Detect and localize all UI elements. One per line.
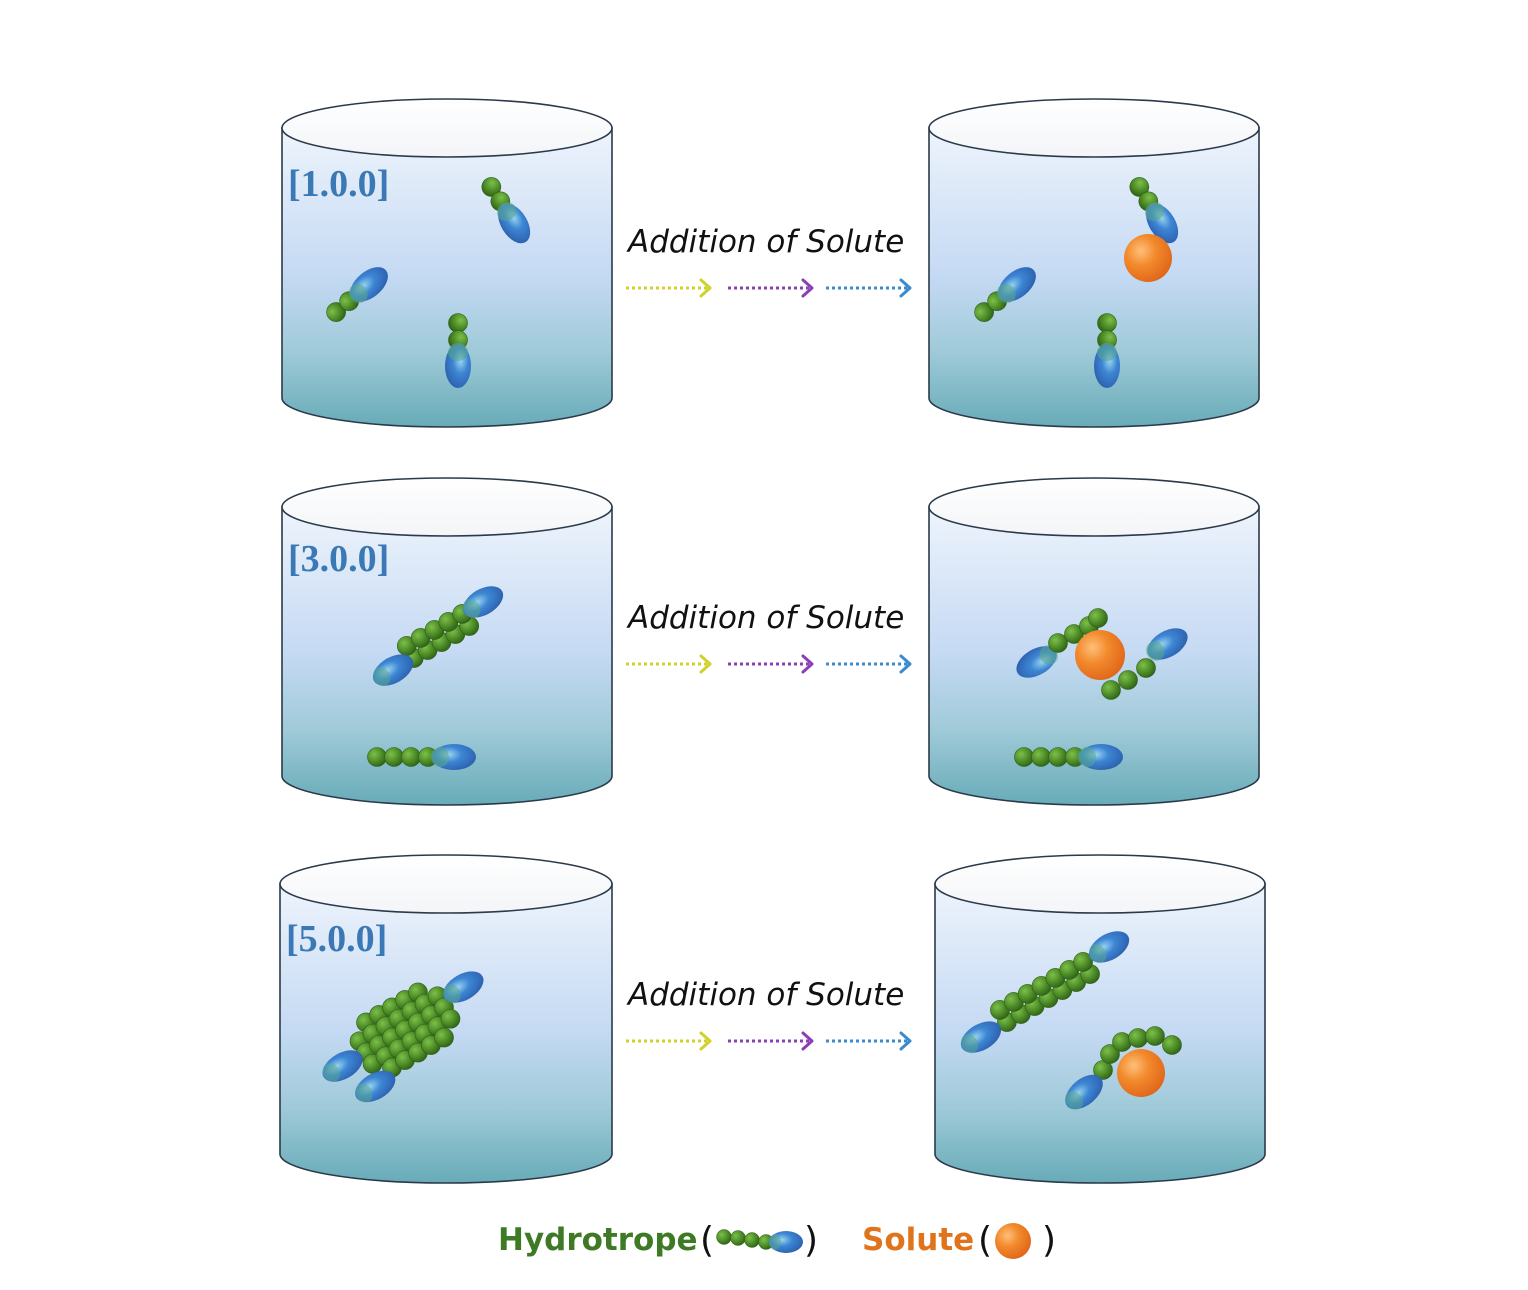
solute-sphere-icon (995, 1223, 1031, 1259)
legend-solute-close-paren: ) (1042, 1220, 1056, 1261)
arrow-layer (626, 278, 912, 1051)
hydrotrope-molecule (445, 313, 471, 388)
hydrotrope-molecule (481, 177, 531, 244)
hydrotrope-molecule (1129, 177, 1179, 244)
step-label-3: Addition of Solute (626, 977, 904, 1013)
concentration-label-3: [5.0.0] (286, 918, 387, 960)
tank-body (281, 506, 613, 806)
tank-6 (934, 854, 1266, 1184)
hydrotrope-aggregate (372, 586, 504, 687)
dotted-arrow-icon (728, 278, 814, 298)
tank-1 (281, 98, 613, 428)
step-label-1: Addition of Solute (626, 224, 904, 260)
hydrotrope-chain (1093, 1026, 1182, 1080)
tank-rim (934, 854, 1266, 914)
hydrotrope-aggregate (960, 931, 1130, 1054)
step-label-2: Addition of Solute (626, 600, 904, 636)
solute-sphere (1117, 1049, 1165, 1097)
hydrotrope-chain (1048, 608, 1156, 700)
concentration-label-2: [3.0.0] (288, 538, 389, 580)
dotted-arrow-icon (626, 654, 712, 674)
tank-body (281, 127, 613, 428)
hydrotrope-molecule (1146, 628, 1188, 661)
hydrotrope-aggregate (322, 971, 484, 1103)
hydrotrope-molecule (1014, 744, 1123, 770)
dotted-arrow-icon (728, 654, 814, 674)
legend-hydrotrope-label: Hydrotrope (498, 1222, 698, 1258)
hydrotrope-molecule (326, 267, 388, 322)
tank-rim (928, 98, 1260, 158)
dotted-arrow-icon (626, 1031, 712, 1051)
hydrotrope-molecule (367, 744, 476, 770)
legend-hydrotrope-open-paren: ( (700, 1220, 714, 1261)
tank-3 (281, 477, 613, 806)
dotted-arrow-icon (826, 1031, 912, 1051)
tank-rim (281, 477, 613, 537)
molecule-layer (322, 177, 1188, 1110)
hydrotrope-molecule-icon (716, 1229, 803, 1253)
solute-sphere (1075, 630, 1125, 680)
hydrotrope-molecule (974, 267, 1036, 322)
tank-body (934, 883, 1266, 1184)
dotted-arrow-icon (626, 278, 712, 298)
legend-hydrotrope-close-paren: ) (804, 1220, 818, 1261)
legend-solute-open-paren: ( (978, 1220, 992, 1261)
dotted-arrow-icon (826, 654, 912, 674)
tank-rim (928, 477, 1260, 537)
legend: Hydrotrope ( ) Solute ( ) (498, 1220, 1056, 1261)
hydrotrope-molecule (1094, 313, 1120, 388)
dotted-arrow-icon (728, 1031, 814, 1051)
tank-2 (928, 98, 1260, 428)
tank-rim (281, 98, 613, 158)
solute-sphere (1124, 234, 1172, 282)
tank-body (928, 127, 1260, 428)
dotted-arrow-icon (826, 278, 912, 298)
tank-rim (279, 854, 613, 914)
legend-solute-label: Solute (862, 1222, 974, 1258)
concentration-label-1: [1.0.0] (288, 163, 389, 205)
